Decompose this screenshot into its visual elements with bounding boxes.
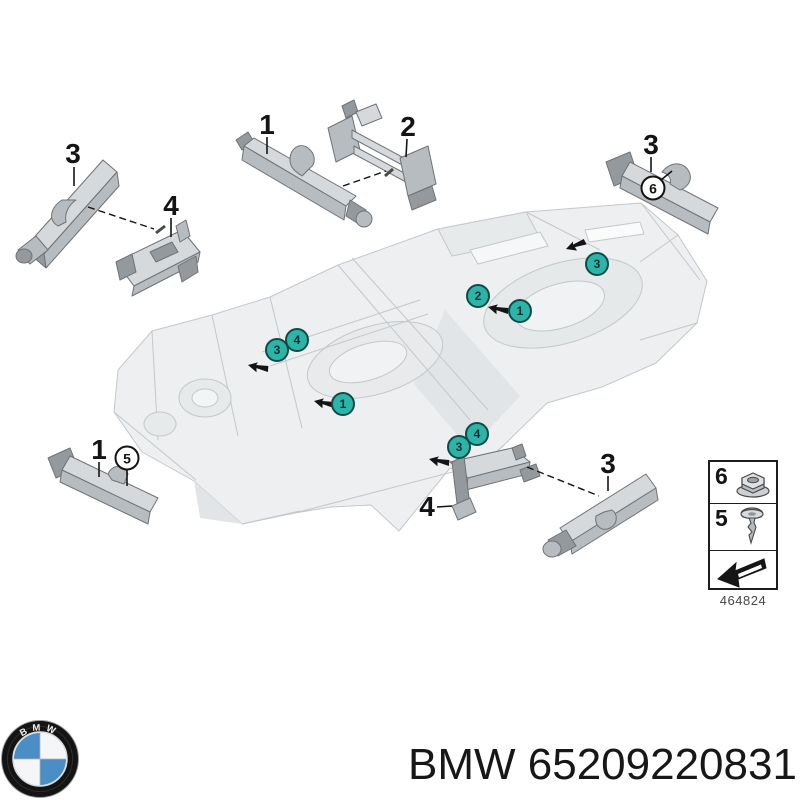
position-callout-2-center[interactable]: 2 <box>466 284 490 308</box>
flange-nut-icon <box>730 463 774 506</box>
legend-row-screw: 5 <box>710 504 776 551</box>
assembly-dashed-lines <box>87 170 600 497</box>
position-callout-3-left[interactable]: 3 <box>265 338 289 362</box>
part-ref-label-3-top-left[interactable]: 3 <box>65 138 81 169</box>
part-holder-top-middle <box>327 99 437 211</box>
mounting-point-arrows <box>248 239 587 467</box>
fastener-callout-6[interactable]: 6 <box>640 175 666 201</box>
tapping-screw-icon <box>730 505 774 554</box>
position-callout-3-top-right[interactable]: 3 <box>585 252 609 276</box>
part-ref-label-1-top-mid[interactable]: 1 <box>259 109 275 140</box>
position-callout-1-left-mid[interactable]: 1 <box>331 392 355 416</box>
part-ref-label-4-bottom-mid[interactable]: 4 <box>419 491 435 522</box>
part-antenna-bottom-right <box>542 473 659 558</box>
label-leader-lines <box>73 137 673 508</box>
legend-num-5: 5 <box>715 505 728 531</box>
fastener-callout-5[interactable]: 5 <box>114 445 140 471</box>
fastener-legend-box: 6 5 <box>708 460 778 590</box>
part-bracket-bottom-middle <box>449 443 541 521</box>
part-antenna-top-middle <box>235 131 373 228</box>
bmw-roundel-logo: BMW <box>1 720 79 798</box>
legend-row-nut: 6 <box>710 462 776 504</box>
part-ref-label-2-top-mid[interactable]: 2 <box>400 111 416 142</box>
part-number-caption: BMW 65209220831 <box>408 740 797 789</box>
direction-arrow-icon <box>714 555 770 596</box>
part-ref-label-3-bottom-right[interactable]: 3 <box>600 448 616 479</box>
part-ref-label-1-bottom-left[interactable]: 1 <box>91 434 107 465</box>
legend-row-direction <box>710 551 776 588</box>
position-callout-1-center[interactable]: 1 <box>508 299 532 323</box>
part-bracket-top-left <box>115 219 201 297</box>
part-ref-label-3-top-right[interactable]: 3 <box>643 129 659 160</box>
position-callout-4-bottom[interactable]: 4 <box>465 422 489 446</box>
part-antenna-bottom-left <box>47 447 159 525</box>
position-callout-4-left[interactable]: 4 <box>285 328 309 352</box>
small-screw-glyphs <box>155 167 394 235</box>
car-underbody-illustration <box>113 202 708 532</box>
part-ref-label-4-top-left[interactable]: 4 <box>163 190 179 221</box>
part-antenna-top-left <box>15 159 120 269</box>
diagram-number: 464824 <box>719 593 767 608</box>
legend-num-6: 6 <box>715 463 728 489</box>
